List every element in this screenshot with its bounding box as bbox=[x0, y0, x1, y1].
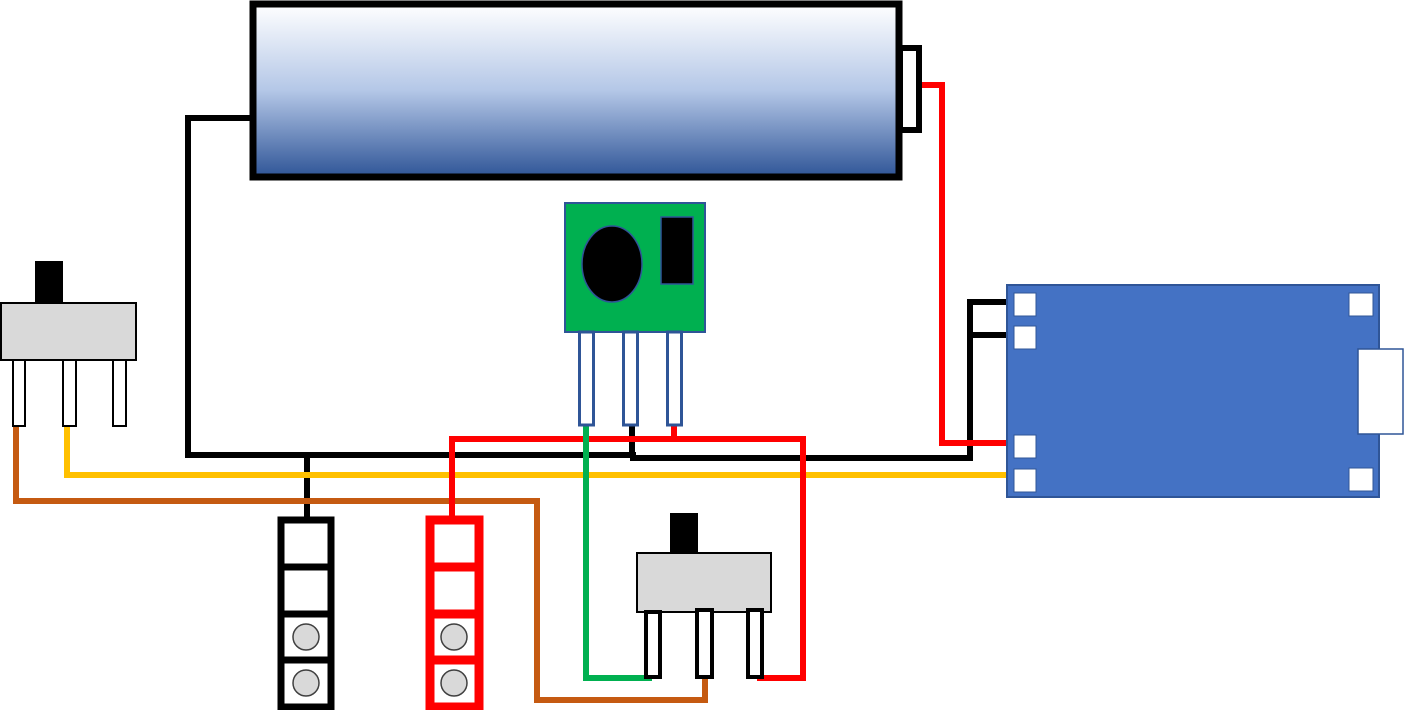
module-pin bbox=[666, 330, 683, 427]
battery-terminal bbox=[897, 45, 922, 133]
board-pad bbox=[1013, 325, 1037, 350]
switch-pin bbox=[695, 608, 714, 679]
header-black bbox=[277, 516, 335, 710]
wires bbox=[13, 82, 1015, 703]
module-pin bbox=[622, 330, 639, 427]
header-pin-hole bbox=[292, 669, 320, 697]
slide-switch-left bbox=[0, 261, 137, 427]
module-pin bbox=[578, 330, 595, 427]
header-red bbox=[425, 515, 484, 710]
usb-port bbox=[1357, 348, 1404, 435]
wire-brown bbox=[13, 425, 708, 703]
wire-red-battery bbox=[919, 82, 1015, 446]
rf-module bbox=[564, 202, 706, 427]
chip-component bbox=[660, 216, 694, 285]
switch-knob bbox=[35, 261, 63, 303]
switch-pin bbox=[644, 610, 662, 679]
switch-knob bbox=[670, 513, 698, 553]
battery bbox=[249, 0, 922, 181]
wire-green bbox=[583, 423, 652, 681]
charger-board bbox=[1006, 284, 1404, 498]
wire-yellow bbox=[64, 425, 1012, 478]
header-pin-hole bbox=[292, 623, 320, 651]
switch-pin bbox=[62, 359, 77, 427]
header-pin-hole bbox=[440, 669, 468, 697]
switch-pin bbox=[746, 608, 764, 679]
switch-pin bbox=[112, 359, 127, 427]
board-pad bbox=[1013, 292, 1037, 317]
slide-switch-bottom bbox=[636, 513, 772, 679]
wire-red-loop bbox=[449, 436, 806, 681]
board-pad bbox=[1348, 292, 1374, 317]
switch-pin bbox=[12, 359, 26, 427]
board-pad bbox=[1013, 434, 1037, 459]
board-pad bbox=[1013, 468, 1037, 493]
header-pin-hole bbox=[440, 623, 468, 651]
crystal-component bbox=[581, 225, 643, 303]
board-pad bbox=[1348, 467, 1374, 492]
